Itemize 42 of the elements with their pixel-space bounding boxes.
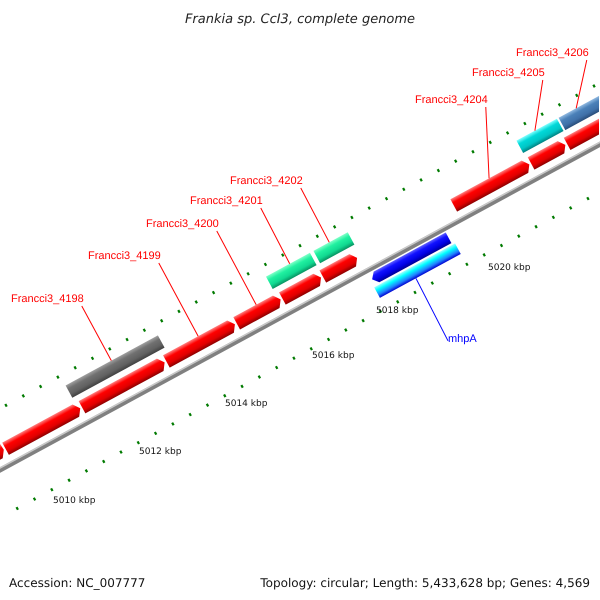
leader-line <box>260 208 290 264</box>
scale-label: 5012 kbp <box>139 446 182 459</box>
footer-text: Topology: circular; Length: 5,433,628 bp; Genes: 4,569 <box>260 575 590 592</box>
gene-label: Francci3_4201 <box>190 195 263 208</box>
leader-line <box>216 230 257 306</box>
leader-line <box>300 188 330 243</box>
diagram-title: Frankia sp. CcI3, complete genome <box>184 11 416 29</box>
gene-feature <box>319 254 358 283</box>
gene-label: Francci3_4202 <box>230 175 303 188</box>
scale-label: 5010 kbp <box>53 495 96 508</box>
gene-label: Francci3_4204 <box>415 94 488 107</box>
gene-label: Francci3_4205 <box>472 67 545 80</box>
scale-label: 5018 kbp <box>376 305 418 318</box>
gene-label: Francci3_4199 <box>88 250 161 263</box>
gene-feature <box>528 141 566 170</box>
gene-feature <box>450 160 530 212</box>
gene-feature <box>313 232 354 264</box>
gene-feature <box>0 444 4 460</box>
gene-label: Francci3_4200 <box>146 218 219 231</box>
leader-line <box>485 106 490 179</box>
scale-label: 5020 kbp <box>488 262 530 275</box>
gene-feature <box>266 252 317 289</box>
gene-feature <box>2 404 80 455</box>
gene-feature <box>372 232 452 282</box>
gene-feature <box>564 118 599 150</box>
scale-label: 5014 kbp <box>225 398 268 411</box>
gene-feature <box>233 296 281 330</box>
gene-feature <box>279 274 322 305</box>
gene-feature <box>163 320 235 368</box>
gene-feature <box>558 96 599 130</box>
gene-feature <box>516 118 564 153</box>
leader-line <box>158 262 199 337</box>
leader-line <box>576 60 588 109</box>
gene-feature <box>66 335 165 398</box>
gene-feature <box>374 243 461 298</box>
gene-label: mhpA <box>448 333 477 346</box>
footer-text: Accession: NC_007777 <box>9 575 146 592</box>
gene-label: Francci3_4206 <box>516 47 589 60</box>
scale-label: 5016 kbp <box>312 350 354 363</box>
gene-label: Francci3_4198 <box>11 293 84 306</box>
gene-feature <box>78 358 165 414</box>
leader-line <box>81 306 112 362</box>
